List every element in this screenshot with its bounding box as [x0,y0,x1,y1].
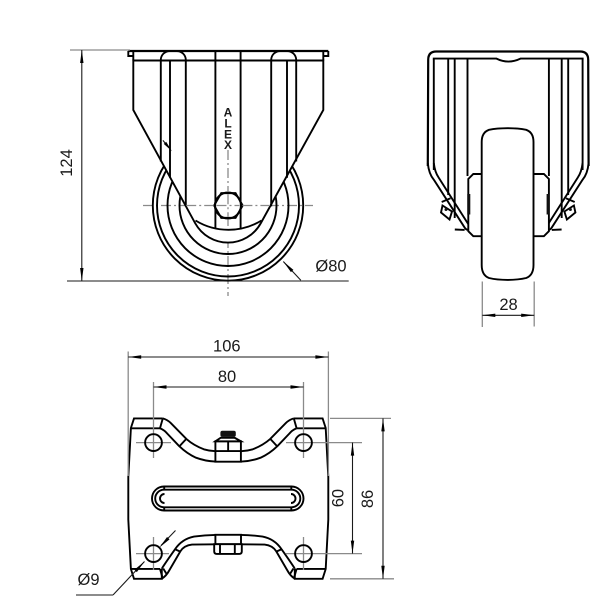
svg-text:Ø9: Ø9 [77,571,99,589]
svg-text:80: 80 [218,368,236,386]
svg-text:A: A [224,106,233,120]
svg-text:E: E [224,127,232,141]
svg-text:X: X [224,138,232,152]
svg-text:106: 106 [213,338,241,356]
svg-text:86: 86 [359,490,377,508]
svg-text:60: 60 [329,489,347,507]
svg-text:124: 124 [58,149,76,177]
svg-text:Ø80: Ø80 [315,258,346,276]
svg-text:28: 28 [499,296,517,314]
svg-text:L: L [224,116,231,130]
